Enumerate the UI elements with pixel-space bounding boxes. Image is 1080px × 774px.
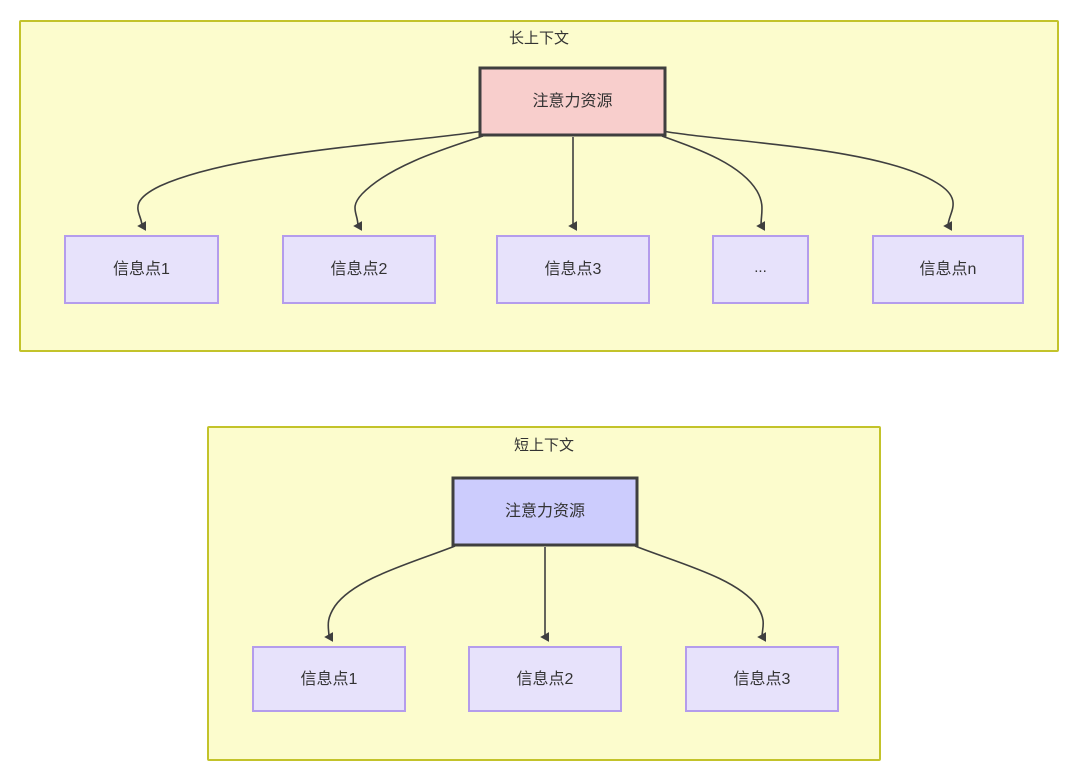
edge-attention-to-info-s3 bbox=[634, 545, 767, 643]
node-info-ellipsis-box[interactable] bbox=[712, 235, 809, 304]
node-info-s2-box[interactable] bbox=[468, 646, 622, 712]
edge-attention-to-info-1 bbox=[137, 130, 484, 231]
edge-attention-to-info-2 bbox=[353, 135, 484, 231]
node-info-3-label: 信息点3 bbox=[545, 260, 602, 278]
node-info-s3-box[interactable] bbox=[685, 646, 839, 712]
node-info-2[interactable]: 信息点2 bbox=[282, 235, 436, 304]
node-info-s3[interactable]: 信息点3 bbox=[685, 646, 839, 712]
node-info-1-box[interactable] bbox=[64, 235, 219, 304]
edge-attention-to-info-s1 bbox=[324, 545, 456, 642]
node-info-2-box[interactable] bbox=[282, 235, 436, 304]
node-info-3-box[interactable] bbox=[496, 235, 650, 304]
node-info-s2-label: 信息点2 bbox=[517, 670, 574, 688]
edges-short-context bbox=[324, 545, 767, 643]
node-info-s1-label: 信息点1 bbox=[301, 670, 358, 688]
node-info-ellipsis[interactable]: ... bbox=[712, 235, 809, 304]
node-info-s3-label: 信息点3 bbox=[734, 670, 791, 688]
node-attention-long-label: 注意力资源 bbox=[532, 91, 612, 110]
node-attention-short[interactable]: 注意力资源 bbox=[451, 476, 639, 547]
node-info-n-label: 信息点n bbox=[920, 260, 977, 278]
group-title-short-context: 短上下文 bbox=[514, 437, 574, 454]
node-info-1[interactable]: 信息点1 bbox=[64, 235, 219, 304]
node-info-2-label: 信息点2 bbox=[331, 260, 388, 278]
edge-attention-to-info-ellipsis bbox=[661, 135, 766, 232]
group-long-context: 长上下文 注意力资源 信息点1 信息点2 bbox=[19, 20, 1059, 352]
node-info-s1-box[interactable] bbox=[252, 646, 406, 712]
node-attention-long-box[interactable] bbox=[478, 66, 667, 137]
node-attention-short-box[interactable] bbox=[451, 476, 639, 547]
node-attention-short-label: 注意力资源 bbox=[505, 501, 585, 520]
node-info-n-box[interactable] bbox=[872, 235, 1024, 304]
node-info-s1[interactable]: 信息点1 bbox=[252, 646, 406, 712]
group-short-context: 短上下文 注意力资源 信息点1 信息点2 信息点3 bbox=[207, 426, 881, 761]
node-info-n[interactable]: 信息点n bbox=[872, 235, 1024, 304]
edges-long-context bbox=[137, 130, 954, 232]
group-title-long-context: 长上下文 bbox=[509, 30, 569, 47]
node-attention-long[interactable]: 注意力资源 bbox=[478, 66, 667, 137]
node-info-s2[interactable]: 信息点2 bbox=[468, 646, 622, 712]
node-info-1-label: 信息点1 bbox=[113, 260, 170, 278]
node-info-3[interactable]: 信息点3 bbox=[496, 235, 650, 304]
edge-attention-to-info-n bbox=[661, 130, 954, 232]
node-info-ellipsis-label: ... bbox=[754, 259, 767, 276]
